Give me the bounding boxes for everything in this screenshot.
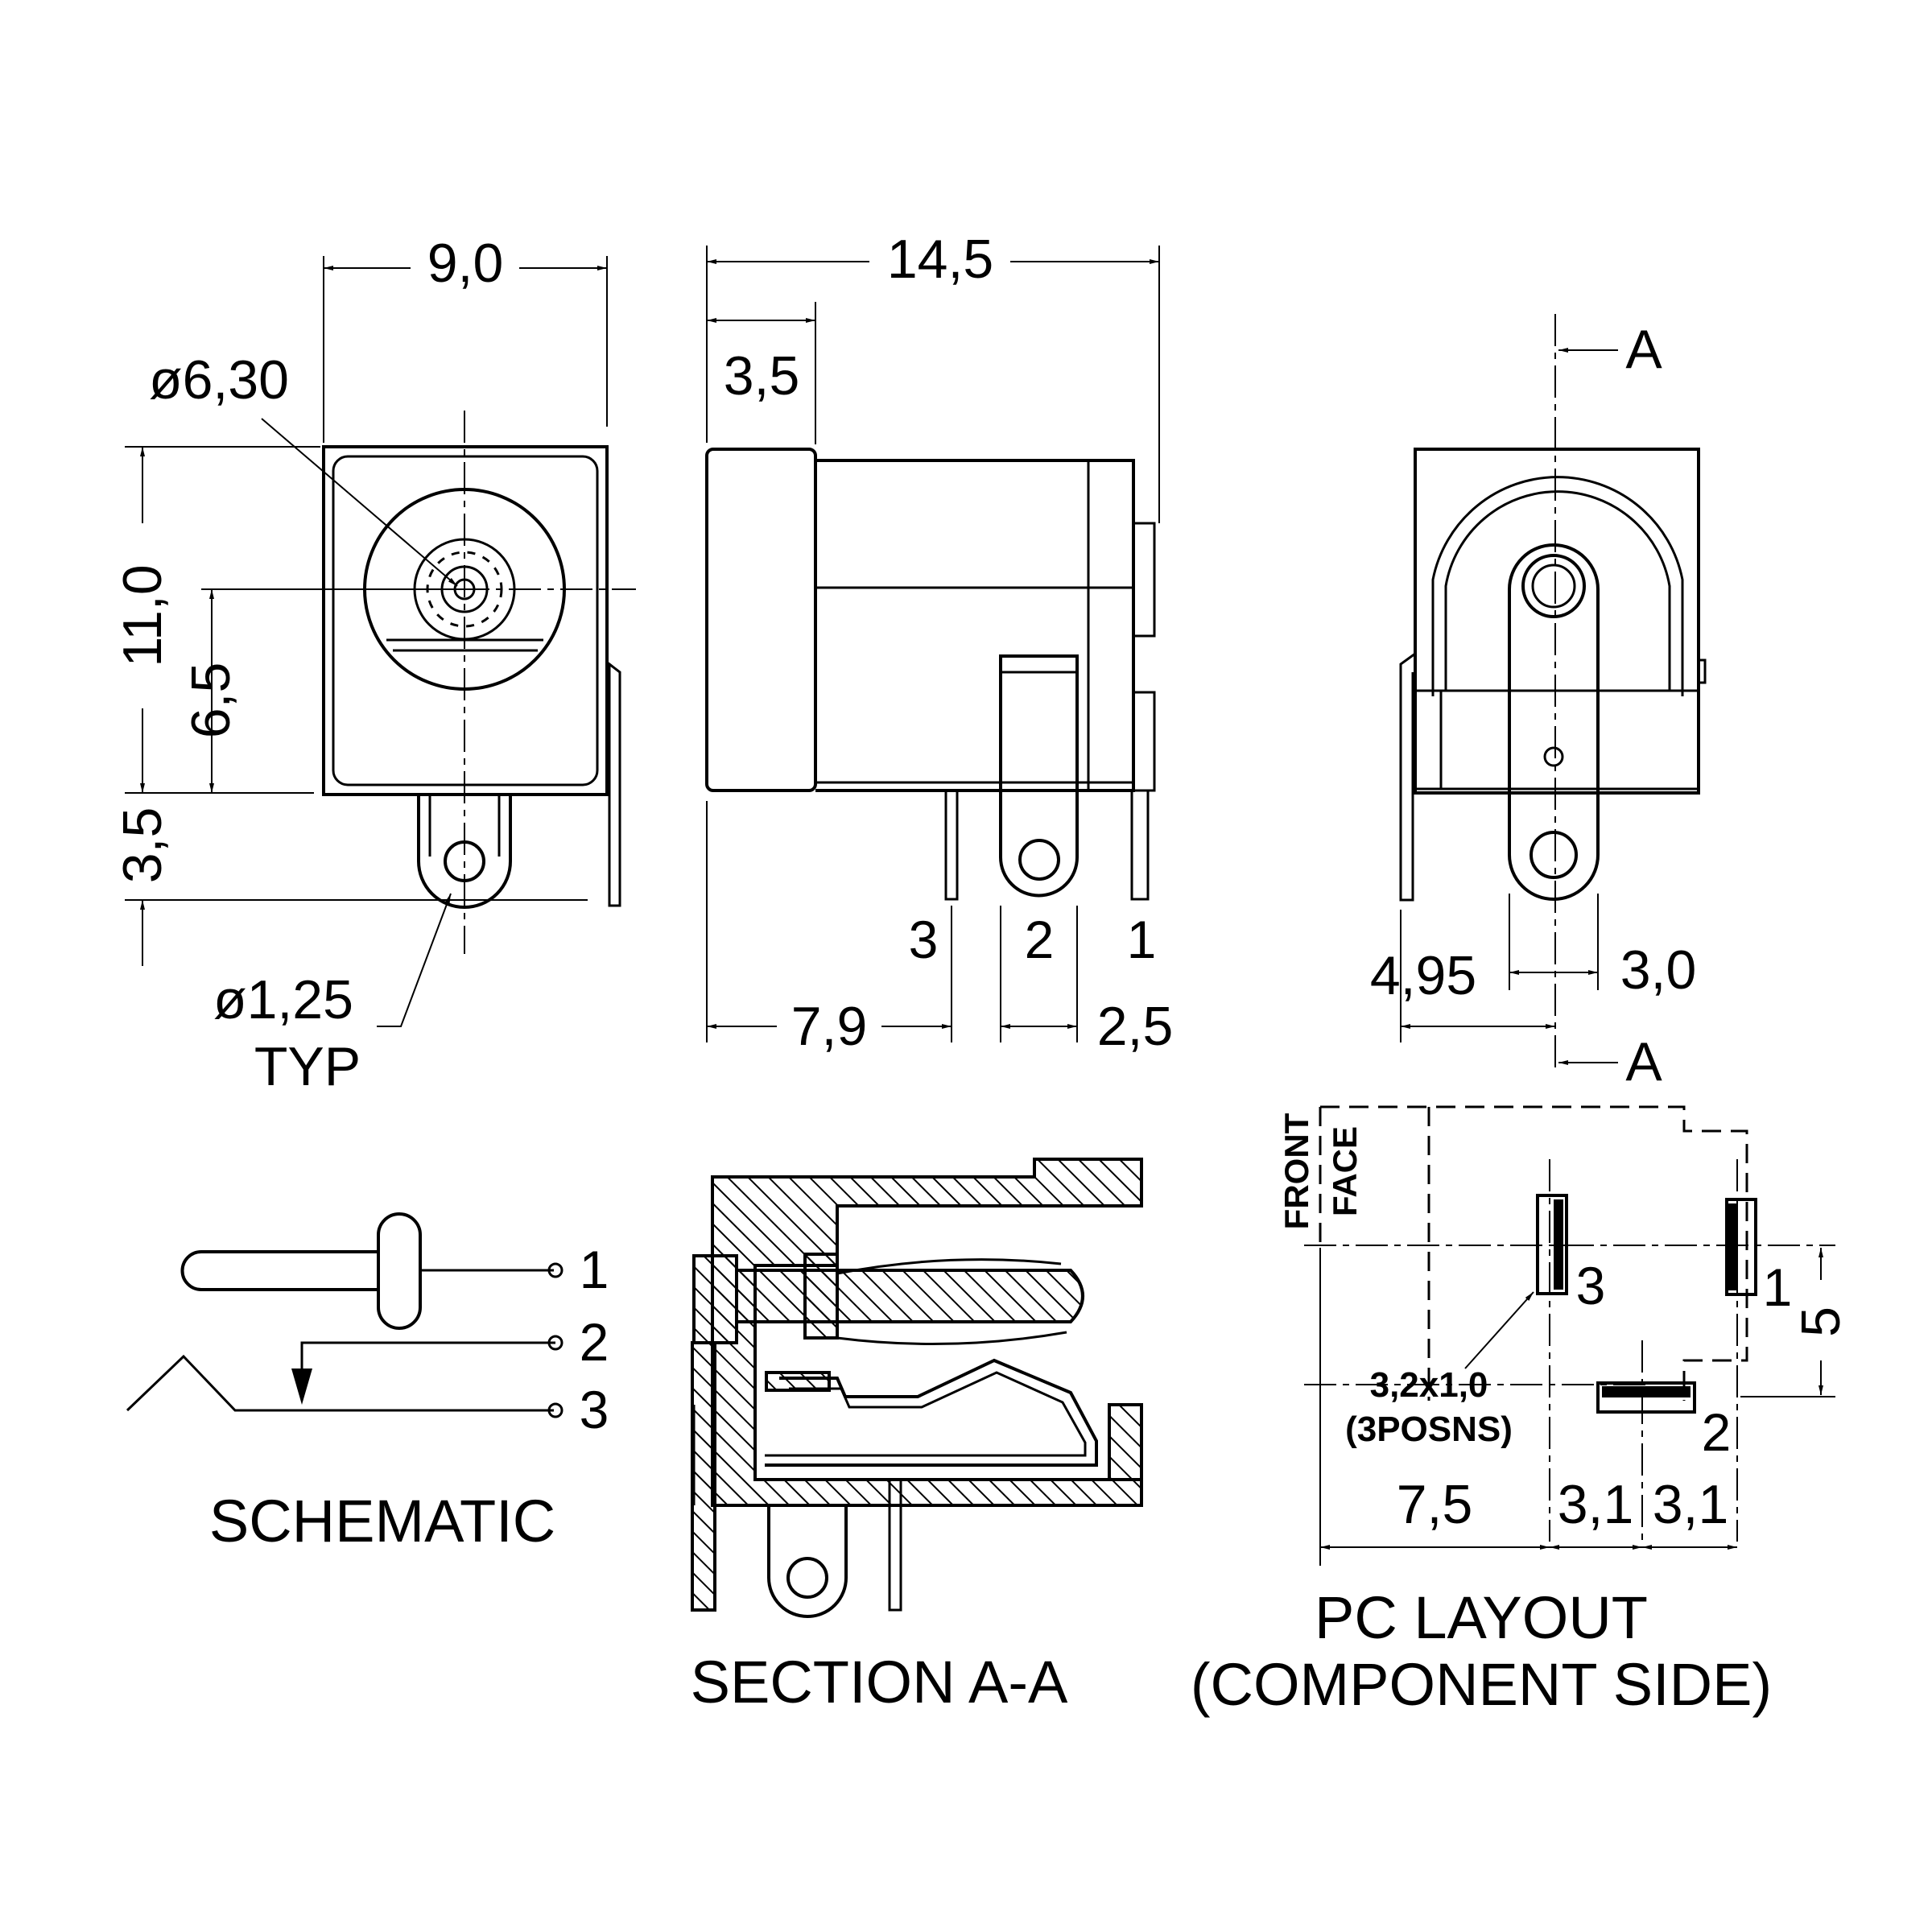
- height-dim: 11,0: [112, 564, 173, 667]
- side-pin-label-2: 2: [1025, 910, 1055, 969]
- section-mark-bottom: A: [1625, 1031, 1662, 1092]
- flange-thickness-dim: 3,5: [724, 345, 800, 407]
- side-length-dim: 14,5: [887, 229, 993, 290]
- rear-right-offset-dim: 3,0: [1620, 939, 1697, 1001]
- section-mark-top: A: [1625, 319, 1662, 380]
- slot-count-label: (3POSNS): [1345, 1410, 1513, 1449]
- side-pin-label-1: 1: [1127, 910, 1157, 969]
- pin-hole-diameter-dim: ø1,25: [213, 969, 353, 1030]
- schematic-terminal-3: 3: [580, 1380, 609, 1439]
- schematic: 1 2 3 SCHEMATIC: [126, 1212, 609, 1554]
- pc-pin-label-2: 2: [1702, 1402, 1732, 1462]
- slot-size-label: 3,2x1,0: [1370, 1365, 1488, 1405]
- pin-hole-typ-note: TYP: [254, 1036, 361, 1097]
- side-pin-label-3: 3: [909, 910, 939, 969]
- pc-layout: FRONT FACE 3 1 2 3,2x1,0 (3POSNS) 5 7,5 …: [1191, 1105, 1852, 1718]
- pc-layout-title: PC LAYOUT: [1315, 1584, 1648, 1651]
- face-label: FACE: [1326, 1126, 1364, 1216]
- front-width-dim: 9,0: [427, 233, 504, 294]
- pc-pin-label-1: 1: [1763, 1257, 1793, 1317]
- front-label: FRONT: [1278, 1113, 1315, 1229]
- rear-view: A A 4,95 3,0: [1370, 314, 1707, 1092]
- pc-layout-subtitle: (COMPONENT SIDE): [1191, 1651, 1772, 1718]
- schematic-terminal-2: 2: [580, 1312, 609, 1372]
- pin-pitch-dim: 2,5: [1097, 996, 1174, 1057]
- pc-dim-7-5: 7,5: [1397, 1474, 1473, 1535]
- section-a-a: SECTION A-A: [691, 1158, 1143, 1715]
- pin-3-offset-dim: 7,9: [791, 996, 868, 1057]
- front-view: 9,0 ø6,30 11,0 6,5 3,5 ø1,25 TYP: [112, 233, 636, 1097]
- pc-dim-3-1-right: 3,1: [1653, 1474, 1729, 1535]
- pin-length-dim: 3,5: [112, 807, 173, 884]
- rear-left-offset-dim: 4,95: [1370, 945, 1476, 1006]
- schematic-title: SCHEMATIC: [209, 1488, 555, 1554]
- center-height-dim: 6,5: [180, 663, 242, 739]
- pc-dim-3-1-left: 3,1: [1558, 1474, 1634, 1535]
- pc-vertical-dim: 5: [1790, 1307, 1852, 1337]
- schematic-terminal-1: 1: [580, 1240, 609, 1299]
- section-title: SECTION A-A: [691, 1649, 1068, 1715]
- side-view: 14,5 3,5 7,9 2,5 3 2 1: [705, 229, 1174, 1057]
- pc-pin-label-3: 3: [1576, 1256, 1606, 1315]
- socket-diameter-dim: ø6,30: [149, 349, 289, 411]
